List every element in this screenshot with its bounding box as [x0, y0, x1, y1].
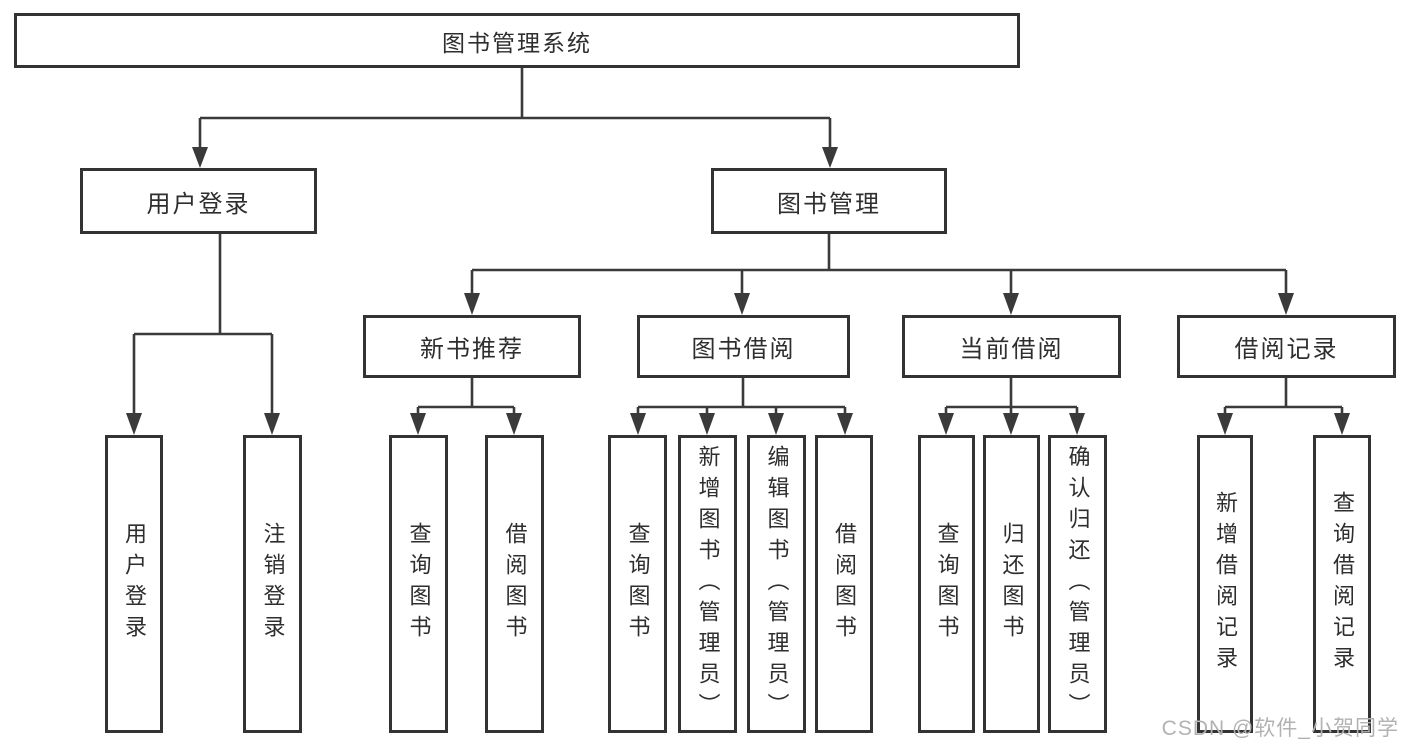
arrowhead — [126, 413, 142, 435]
node-new-book-recommend-label: 新书推荐 — [420, 336, 524, 363]
node-new-book-recommend: 新书推荐 — [363, 315, 581, 378]
leaf-confirm-return-admin: 确认归还（管理员） — [1048, 435, 1107, 733]
arrowhead — [938, 413, 954, 435]
leaf-return-books: 归还图书 — [983, 435, 1040, 733]
node-book-borrow-label: 图书借阅 — [691, 336, 796, 363]
arrowhead — [1217, 413, 1233, 435]
arrowhead — [1003, 413, 1019, 435]
connector-user-login — [132, 234, 274, 417]
leaf-query-borrow-record: 查询借阅记录 — [1313, 435, 1371, 733]
leaf-query-books-1: 查询图书 — [389, 435, 448, 733]
node-current-borrow: 当前借阅 — [902, 315, 1121, 378]
arrowhead — [1003, 293, 1019, 315]
leaf-logout-label: 注销登录 — [260, 522, 286, 646]
node-root-label: 图书管理系统 — [442, 29, 592, 56]
connector-current-borrow — [944, 378, 1079, 417]
leaf-logout: 注销登录 — [243, 435, 302, 733]
node-borrow-records: 借阅记录 — [1177, 315, 1396, 378]
csdn-watermark: CSDN @软件_小贺同学 — [1161, 717, 1399, 740]
leaf-query-books-3: 查询图书 — [918, 435, 975, 733]
arrowhead — [506, 413, 522, 435]
leaf-borrow-books-1: 借阅图书 — [485, 435, 544, 733]
leaf-add-book-admin-label: 新增图书（管理员） — [695, 444, 721, 724]
arrowhead — [822, 147, 838, 168]
leaf-add-borrow-record: 新增借阅记录 — [1197, 435, 1253, 733]
leaf-edit-book-admin-label: 编辑图书（管理员） — [764, 444, 790, 724]
connector-book-borrow — [636, 378, 847, 417]
connector-new-book-recommend — [416, 378, 516, 417]
leaf-borrow-books-1-label: 借阅图书 — [502, 522, 528, 646]
leaf-query-books-1-label: 查询图书 — [406, 522, 432, 646]
node-book-management: 图书管理 — [711, 168, 947, 234]
connector-borrow-records — [1223, 378, 1344, 417]
leaf-query-books-2: 查询图书 — [608, 435, 667, 733]
arrowhead — [837, 413, 853, 435]
leaf-add-book-admin: 新增图书（管理员） — [678, 435, 737, 733]
arrowhead — [1334, 413, 1350, 435]
node-user-login: 用户登录 — [80, 168, 317, 234]
leaf-borrow-books-2: 借阅图书 — [815, 435, 873, 733]
leaf-return-books-label: 归还图书 — [999, 522, 1025, 646]
node-book-borrow: 图书借阅 — [637, 315, 850, 378]
arrowhead — [1278, 293, 1294, 315]
leaf-user-login: 用户登录 — [105, 435, 163, 733]
node-user-login-label: 用户登录 — [146, 190, 251, 218]
leaf-add-borrow-record-label: 新增借阅记录 — [1213, 491, 1238, 677]
arrowhead — [734, 293, 750, 315]
node-borrow-records-label: 借阅记录 — [1234, 336, 1339, 363]
leaf-query-books-2-label: 查询图书 — [625, 522, 651, 646]
leaf-query-books-3-label: 查询图书 — [934, 522, 960, 646]
node-root: 图书管理系统 — [14, 13, 1020, 68]
leaf-edit-book-admin: 编辑图书（管理员） — [747, 435, 806, 733]
arrowhead — [192, 147, 208, 168]
leaf-user-login-label: 用户登录 — [122, 522, 147, 646]
arrowhead — [630, 413, 646, 435]
arrowhead — [464, 293, 480, 315]
node-book-management-label: 图书管理 — [777, 190, 881, 218]
arrowhead — [768, 413, 784, 435]
leaf-query-borrow-record-label: 查询借阅记录 — [1330, 491, 1355, 677]
arrowhead — [410, 413, 426, 435]
node-current-borrow-label: 当前借阅 — [959, 336, 1064, 363]
leaf-borrow-books-2-label: 借阅图书 — [832, 522, 857, 646]
arrowhead — [699, 413, 715, 435]
connector-root — [198, 68, 832, 150]
leaf-confirm-return-admin-label: 确认归还（管理员） — [1065, 444, 1091, 724]
arrowhead — [1069, 413, 1085, 435]
connector-book-management — [470, 234, 1288, 297]
arrowhead — [264, 413, 280, 435]
